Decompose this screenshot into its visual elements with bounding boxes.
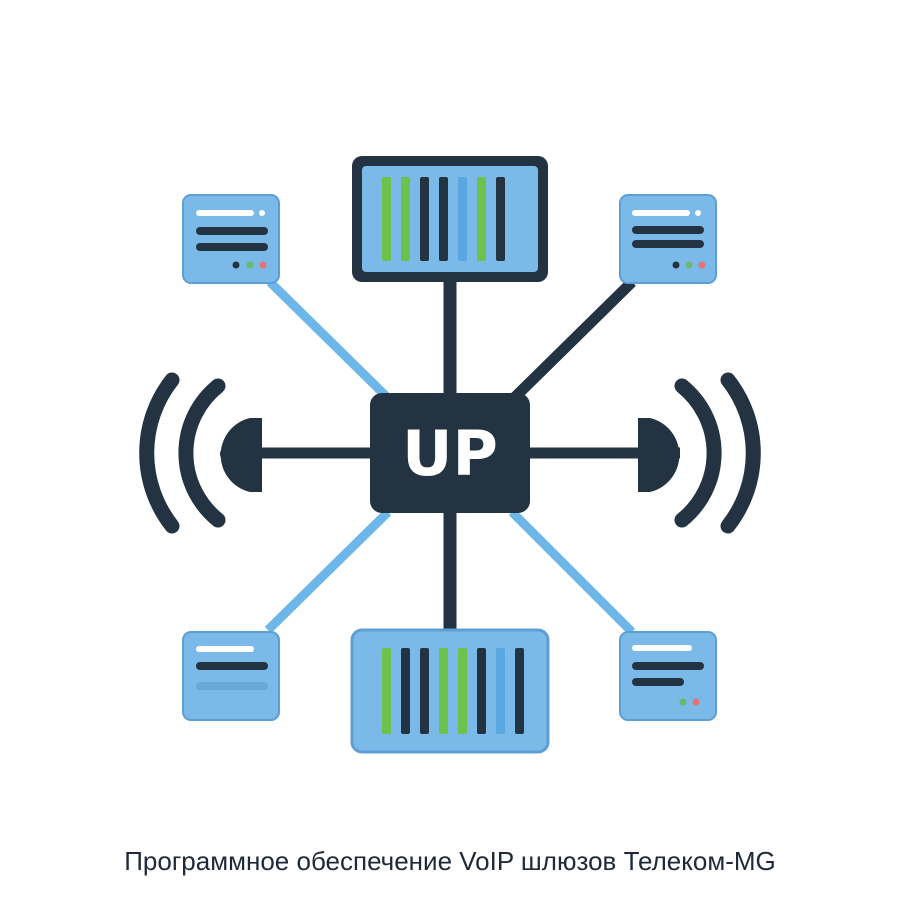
bottom-rack-icon (350, 628, 550, 754)
top-monitor-icon (352, 156, 548, 282)
central-hub: UP (370, 393, 530, 513)
link-top-right (508, 278, 636, 404)
server-bottom-right-icon (619, 631, 717, 721)
server-top-left-icon (182, 194, 280, 284)
hub-label: UP (402, 417, 498, 490)
link-top-left (266, 278, 394, 404)
right-antenna-icon (638, 372, 761, 534)
server-bottom-left-icon (182, 631, 280, 721)
link-bottom-right (508, 508, 636, 636)
left-antenna-icon (139, 372, 262, 534)
server-top-right-icon (619, 194, 717, 284)
link-bottom-left (264, 508, 392, 634)
caption: Программное обеспечение VoIP шлюзов Теле… (124, 846, 776, 876)
